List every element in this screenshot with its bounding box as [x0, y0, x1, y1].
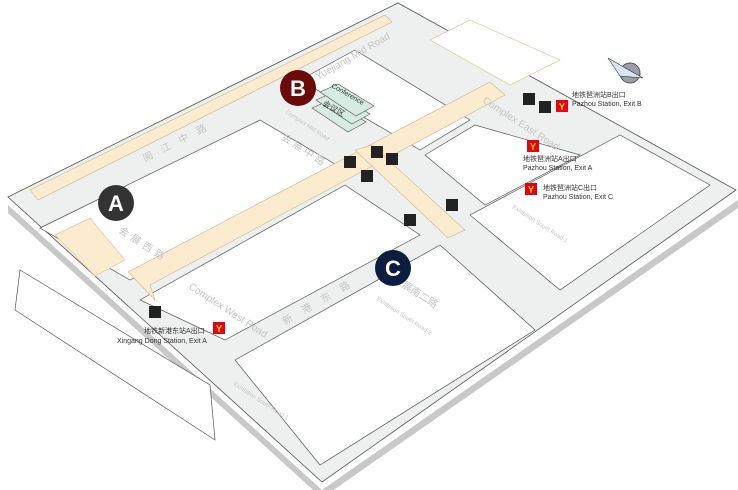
- escalator-icon: [344, 156, 356, 168]
- svg-text:Y: Y: [530, 142, 537, 153]
- svg-text:B: B: [290, 76, 306, 101]
- block-south: [234, 244, 536, 466]
- metro-icon: Y: [213, 322, 225, 335]
- block-southwest: [14, 269, 216, 441]
- station-en: Pazhou Station, Exit C: [543, 194, 613, 201]
- marker-c[interactable]: C: [375, 250, 411, 286]
- escalator-icon: [371, 146, 383, 158]
- station-cn: 地铁琶洲站A出口: [523, 154, 577, 163]
- svg-text:Y: Y: [528, 185, 535, 196]
- block-center: [139, 184, 421, 341]
- svg-text:Y: Y: [216, 324, 223, 335]
- station-cn: 地铁新港东站A出口: [144, 326, 205, 335]
- station-en: Pazhou Station, Exit A: [523, 165, 593, 172]
- map-shadow: [8, 200, 738, 490]
- escalator-icon: [149, 306, 161, 318]
- marker-b[interactable]: B: [280, 70, 316, 106]
- walkway-main: [127, 81, 506, 301]
- svg-text:C: C: [385, 256, 401, 281]
- metro-icon: Y: [556, 100, 568, 113]
- stairs-icon: [386, 153, 398, 165]
- svg-text:A: A: [108, 191, 124, 216]
- compass-icon: [607, 57, 644, 84]
- station-en: Pazhou Station, Exit B: [572, 101, 642, 108]
- station-cn: 地铁琶洲站C出口: [543, 183, 597, 192]
- svg-text:Y: Y: [559, 102, 566, 113]
- walkway-cross: [354, 144, 466, 239]
- marker-a[interactable]: A: [98, 185, 134, 221]
- stairs-icon: [539, 101, 551, 113]
- conference-building: Conference 会议区: [311, 83, 375, 133]
- escalator-icon: [523, 93, 535, 105]
- block-ne: [429, 19, 561, 86]
- escalator-icon: [404, 214, 416, 226]
- escalator-icon: [446, 199, 458, 211]
- stairs-icon: [361, 170, 373, 182]
- block-west-yellow: [54, 217, 126, 277]
- walkway-top: [29, 14, 393, 201]
- block-east: [469, 134, 711, 291]
- station-en: Xingang Dong Station, Exit A: [117, 338, 207, 345]
- station-cn: 地铁琶洲站B出口: [572, 90, 626, 99]
- metro-icon: Y: [525, 183, 537, 196]
- block-east-upper: [424, 124, 581, 206]
- metro-icon: Y: [527, 140, 539, 153]
